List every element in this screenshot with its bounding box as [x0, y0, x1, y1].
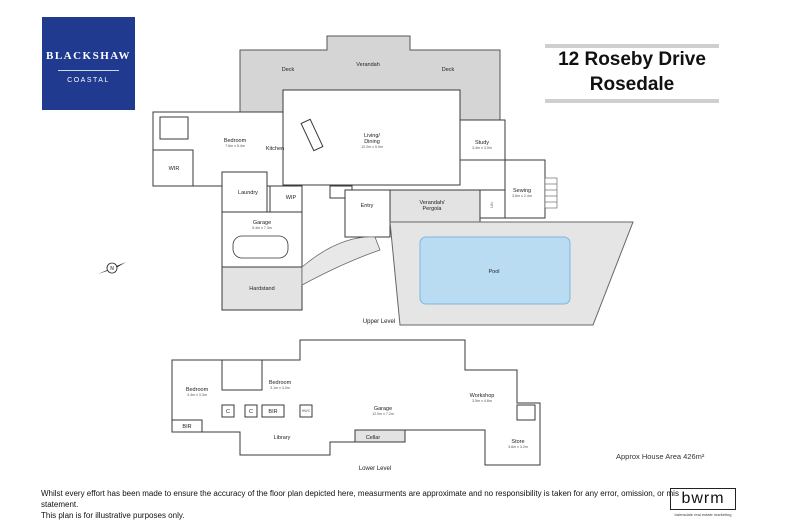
house-area: Approx House Area 426m²: [616, 452, 705, 461]
ensuite-fixtures: [159, 116, 189, 140]
label-cellar: Cellar: [366, 435, 381, 441]
label-workshop-dim: 3.5m x 4.6m: [472, 399, 492, 403]
label-deck-left: Deck: [282, 67, 295, 73]
label-bedroom-dim: 7.6m x 5.4m: [225, 144, 245, 148]
label-library: Library: [274, 435, 291, 441]
label-lower-garage: Garage: [374, 406, 392, 412]
label-wip: WIP: [286, 195, 297, 201]
label-study: Study: [475, 140, 489, 146]
address-line-2: Rosedale: [589, 74, 675, 95]
label-store-dim: 3.6m x 3.2m: [508, 445, 528, 449]
label-hwc: HWC: [302, 409, 311, 413]
entry-outline: [344, 189, 391, 238]
label-sewing: Sewing: [513, 188, 531, 194]
label-c2: C: [249, 409, 253, 415]
north-label: N: [110, 266, 114, 272]
driveway-curve: [301, 236, 381, 286]
label-verandah-pergola-2: Pergola: [423, 206, 443, 212]
upper-car: [232, 235, 289, 259]
label-lower-bedroom-mid-dim: 3.1m x 3.0m: [270, 386, 290, 390]
label-wir: WIR: [169, 166, 180, 172]
lin-outline: [479, 189, 506, 219]
label-kitchen: Kitchen: [266, 146, 284, 152]
logo-sub: COASTAL: [67, 77, 110, 84]
bwrm-logo: bwrm bairnsdale real estate marketing: [670, 488, 736, 520]
label-verandah-pergola-1: Verandah/: [419, 200, 445, 206]
title-bar-bottom: [545, 99, 719, 103]
address-title: 12 Roseby Drive Rosedale: [545, 44, 719, 103]
hwc-outline: [299, 404, 313, 418]
label-living-dim: 12.2m x 5.9m: [361, 145, 383, 149]
label-upper-level: Upper Level: [363, 319, 395, 325]
label-laundry: Laundry: [238, 190, 258, 196]
label-sewing-dim: 3.6m x 2.4m: [512, 194, 532, 198]
lower-bathroom: [221, 359, 263, 391]
label-lin: LIN: [490, 202, 494, 208]
label-bir-left: BIR: [182, 424, 191, 430]
label-bedroom: Bedroom: [224, 138, 247, 144]
agency-logo: BLACKSHAW COASTAL: [42, 17, 135, 110]
cellar-outline: [354, 429, 406, 443]
bir-mid-outline: [261, 404, 285, 418]
label-verandah: Verandah: [356, 62, 380, 68]
label-lower-level: Lower Level: [359, 466, 391, 472]
label-hardstand: Hardstand: [249, 286, 274, 292]
logo-rule: [58, 70, 119, 71]
label-dining: Dining: [364, 139, 380, 145]
label-lower-bedroom-left-dim: 3.4m x 3.3m: [187, 393, 207, 397]
wip-outline: [269, 185, 303, 213]
label-lower-bedroom-left: Bedroom: [186, 387, 209, 393]
label-lower-bedroom-mid: Bedroom: [269, 380, 292, 386]
disclaimer: Whilst every effort has been made to ens…: [41, 488, 681, 521]
study-outline: [459, 119, 506, 161]
bir-left-outline: [171, 419, 203, 433]
side-stairs: [544, 177, 558, 209]
address-line-1: 12 Roseby Drive: [558, 49, 706, 70]
laundry-outline: [221, 171, 268, 213]
label-study-dim: 3.4m x 3.0m: [472, 146, 492, 150]
label-bir-mid: BIR: [268, 409, 277, 415]
disclaimer-line-2: This plan is for illustrative purposes o…: [41, 511, 185, 520]
bwrm-word: bwrm: [670, 488, 736, 510]
label-deck-right: Deck: [442, 67, 455, 73]
label-workshop: Workshop: [470, 393, 495, 399]
bwrm-tagline: bairnsdale real estate marketing: [674, 512, 732, 517]
c1-outline: [221, 404, 235, 418]
label-c1: C: [226, 409, 230, 415]
kitchen-island: [300, 118, 324, 152]
pool-outline: [419, 236, 571, 305]
label-pool: Pool: [488, 269, 499, 275]
label-living: Living/: [364, 133, 380, 139]
label-lower-garage-dim: 12.0m x 7.2m: [372, 412, 394, 416]
north-arrow-icon: N: [98, 262, 126, 274]
hardstand-outline: [221, 266, 303, 311]
logo-brand: BLACKSHAW: [45, 50, 132, 62]
label-store: Store: [511, 439, 524, 445]
label-garage-dim: 5.4m x 7.3m: [252, 226, 272, 230]
wir-outline: [152, 149, 194, 187]
c2-outline: [244, 404, 258, 418]
lower-outline: [171, 339, 541, 466]
disclaimer-line-1: Whilst every effort has been made to ens…: [41, 489, 679, 509]
title-bar-top: [545, 44, 719, 48]
store-fixture: [516, 404, 536, 421]
label-entry: Entry: [361, 203, 374, 209]
label-garage: Garage: [253, 220, 271, 226]
